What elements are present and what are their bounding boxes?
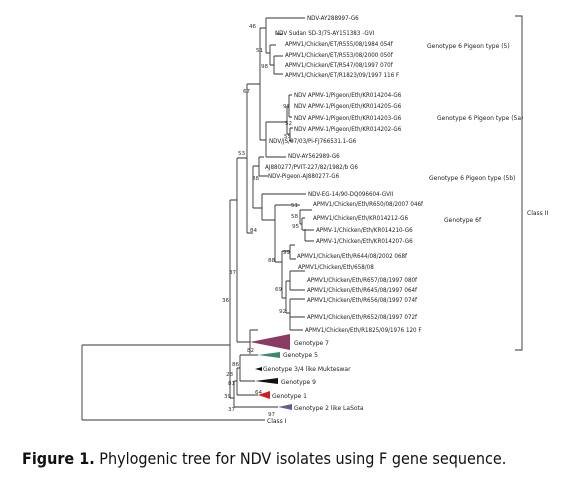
leaf-label: APMV-1/Chicken/Eth/KR014207-G6 xyxy=(316,238,413,245)
collapsed-label-genotype34: Genotype 3/4 like Mukteswar xyxy=(263,366,351,373)
genotype5-clade xyxy=(258,352,280,358)
leaf-label: APMV1/Chicken/Eth/R645/08/1997 064f xyxy=(307,287,418,294)
leaf-label: APMV1/Chicken/Eth/R650/08/2007 046f xyxy=(313,201,424,208)
collapsed-label-genotype9: Genotype 9 xyxy=(281,379,316,386)
bootstrap-value: 55 xyxy=(284,134,292,140)
bootstrap-value: 46 xyxy=(249,24,257,30)
bootstrap-value: 69 xyxy=(275,287,283,293)
collapsed-label-class1: Class I xyxy=(267,418,287,425)
bootstrap-value: 37 xyxy=(228,407,236,413)
figure-caption: Figure 1. Phylogenic tree for NDV isolat… xyxy=(22,448,552,470)
group-label-genotype6-5b: Genotype 6 Pigeon type (5b) xyxy=(429,175,516,182)
collapsed-label-genotype2: Genotype 2 like LaSota xyxy=(294,405,364,412)
bootstrap-value: 88 xyxy=(252,176,260,182)
group-label-class2: Class II xyxy=(527,210,548,217)
leaf-labels: NDV-AY288997-G6 NDV Sudan SD-3/75-AY1513… xyxy=(265,15,424,334)
bootstrap-value: 51 xyxy=(256,48,264,54)
bootstrap-value: 82 xyxy=(247,348,254,354)
bootstrap-value: 67 xyxy=(243,89,251,95)
leaf-label: APMV-1/Chicken/Eth/KR014210-G6 xyxy=(316,227,413,234)
bootstrap-value: 92 xyxy=(279,309,286,315)
phylogenetic-tree: NDV-AY288997-G6 NDV Sudan SD-3/75-AY1513… xyxy=(81,15,548,425)
collapsed-label-genotype1: Genotype 1 xyxy=(272,393,307,400)
leaf-label: NDV APMV-1/Pigeon/Eth/KR014203-G6 xyxy=(294,115,402,122)
leaf-label: APMV1/Chicken/Eth/KR014212-G6 xyxy=(313,215,408,222)
leaf-label: APMV1/Chicken/Eth/R657/08/1997 080f xyxy=(307,277,418,284)
leaf-label: AJ880277/PVIT-227/82/1982/b G6 xyxy=(265,164,358,171)
bootstrap-value: 97 xyxy=(283,104,291,110)
bootstrap-value: 36 xyxy=(222,298,230,304)
leaf-label: APMV1/Chicken/ET/R1823/09/1997 116 F xyxy=(285,72,399,79)
leaf-label: APMV1/Chicken/Eth/658/08 xyxy=(298,264,374,271)
leaf-label: NDV-AY288997-G6 xyxy=(307,15,359,22)
figure-caption-text: Phylogenic tree for NDV isolates using F… xyxy=(94,449,507,468)
bootstrap-value: 95 xyxy=(292,224,300,230)
leaf-label: APMV1/Chicken/Eth/R644/08/2002 068f xyxy=(297,253,408,260)
leaf-label: NDV APMV-1/Pigeon/Eth/KR014202-G6 xyxy=(294,126,402,133)
figure-label: Figure 1. xyxy=(22,449,95,468)
genotype9-clade xyxy=(255,378,278,384)
genotype2-clade xyxy=(278,404,292,410)
group-label-genotype6-5a: Genotype 6 Pigeon type (5a) xyxy=(437,115,523,122)
bootstrap-value: 84 xyxy=(250,228,258,234)
bootstrap-value: 81 xyxy=(228,381,236,387)
leaf-label: NDV APMV-1/Pigeon/Eth/KR014204-G6 xyxy=(294,92,402,99)
bootstrap-value: 97 xyxy=(268,412,276,418)
bootstrap-values: 46 51 98 97 52 55 67 53 88 84 51 58 95 8… xyxy=(222,24,300,418)
group-label-genotype6f: Genotype 6f xyxy=(444,217,482,224)
collapsed-label-genotype7: Genotype 7 xyxy=(294,340,329,347)
collapsed-label-genotype5: Genotype 5 xyxy=(283,352,318,359)
leaf-label: APMV1/Chicken/ET/R555/08/1984 054f xyxy=(285,41,394,48)
collapsed-clades: Genotype 7 Genotype 5 Genotype 3/4 like … xyxy=(250,334,364,425)
bootstrap-value: 86 xyxy=(232,362,240,368)
leaf-label: APMV1/Chicken/Eth/R652/08/1997 072f xyxy=(307,314,418,321)
bootstrap-value: 58 xyxy=(291,214,299,220)
genotype34-clade xyxy=(255,367,262,371)
leaf-label: APMV1/Chicken/Eth/R656/08/1997 074f xyxy=(307,297,418,304)
leaf-label: APMV1/Chicken/ET/R547/08/1997 070f xyxy=(285,62,394,69)
bootstrap-value: 28 xyxy=(226,372,234,378)
bootstrap-value: 53 xyxy=(238,151,246,157)
genotype1-clade xyxy=(258,391,270,399)
bootstrap-value: 37 xyxy=(229,270,237,276)
group-label-genotype6-5: Genotype 6 Pigeon type (5) xyxy=(427,43,510,50)
leaf-label: NDV Sudan SD-3/75-AY151383 -GVI xyxy=(275,30,375,37)
leaf-label: APMV1/Chicken/Eth/R1825/09/1976 120 F xyxy=(305,327,422,334)
class2-bracket xyxy=(515,15,523,351)
leaf-label: NDV/JS/07/03/Pi-FJ766531.1-G6 xyxy=(269,138,357,145)
bootstrap-value: 99 xyxy=(283,250,291,256)
leaf-label: APMV1/Chicken/ET/R553/08/2000 050f xyxy=(285,52,394,59)
leaf-label: NDV-EG-14/90-DQ096604-GVII xyxy=(308,191,394,198)
bootstrap-value: 88 xyxy=(268,258,276,264)
leaf-label: NDV-Pigeon-AJ880277-G6 xyxy=(268,173,340,180)
bootstrap-value: 64 xyxy=(255,390,263,396)
leaf-label: NDV-AY562989-G6 xyxy=(288,153,340,160)
leaf-label: NDV APMV-1/Pigeon/Eth/KR014205-G6 xyxy=(294,103,402,110)
tree-branches xyxy=(81,17,314,421)
bootstrap-value: 51 xyxy=(291,203,299,209)
bootstrap-value: 52 xyxy=(285,121,292,127)
group-labels: Genotype 6 Pigeon type (5) Genotype 6 Pi… xyxy=(427,15,548,351)
bootstrap-value: 98 xyxy=(261,64,269,70)
bootstrap-value: 39 xyxy=(224,394,232,400)
genotype7-clade xyxy=(250,334,290,350)
